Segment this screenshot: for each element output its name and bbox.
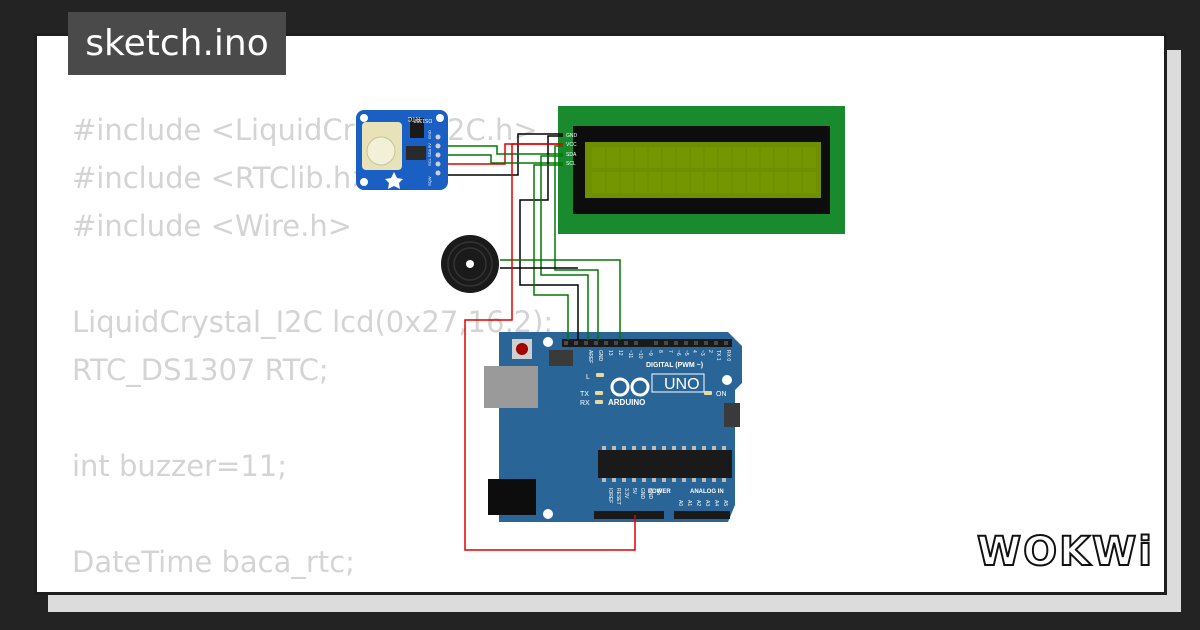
power-jack [488, 479, 536, 515]
pin-7: 7 [667, 350, 673, 353]
lcd-pin-sda: SDA [566, 152, 577, 158]
code-editor[interactable]: #include <LiquidCrystal_I2C.h>#include <… [72, 106, 559, 592]
lcd-pin-vcc: VCC [566, 142, 577, 148]
reset-button[interactable] [516, 343, 528, 355]
l-led-label: L [586, 374, 590, 381]
rx-led-label: RX [580, 400, 590, 407]
rtc-chip [410, 118, 424, 138]
rtc-chip-label: DS1307 [414, 117, 432, 123]
arduino-uno-board[interactable]: AREF GND 13 12 ~11 ~10 ~9 8 7 ~6 ~5 4 ~3… [484, 332, 742, 522]
rtc-module[interactable]: RTC DS1307 GND 5V SDA SCL SQW [356, 110, 448, 190]
atmega-chip [598, 450, 732, 478]
wire-5v-power [464, 143, 636, 551]
rtc-mount-hole [360, 178, 368, 186]
uno-model-label: UNO [664, 376, 700, 393]
wire-aux-lcd [533, 164, 569, 340]
uno-badge [651, 373, 705, 393]
arduino-mount-hole [722, 375, 732, 385]
digital-header-label: DIGITAL (PWM ~) [646, 362, 703, 369]
wire-scl-rtc [448, 154, 563, 164]
pin-a3: A3 [704, 500, 710, 506]
code-line-6: RTC_DS1307 RTC; [72, 353, 329, 387]
pin-rx0: RX 0 [725, 350, 731, 361]
wokwi-logo: WOKWi [976, 528, 1154, 575]
pin-ioref: IOREF [607, 488, 613, 503]
pin-tx1: TX 1 [715, 350, 721, 361]
pin-gnd-1: GND [639, 488, 645, 500]
tx-led [595, 391, 603, 395]
power-header [594, 511, 664, 519]
rtc-pin-sqw: SQW [427, 176, 432, 186]
rtc-pin-scl: SCL [427, 157, 432, 166]
pin-2: 2 [707, 350, 713, 353]
digital-header [562, 339, 732, 347]
lcd-display[interactable]: GND VCC SDA SCL [558, 106, 845, 234]
pin-10: ~10 [637, 350, 643, 359]
tx-led-label: TX [580, 391, 589, 398]
wire-gnd-lcd [519, 135, 579, 340]
code-line-8: int buzzer=11; [72, 449, 287, 483]
analog-header-label: ANALOG IN [690, 489, 724, 495]
pin-5: ~5 [683, 350, 689, 356]
arduino-mount-hole [543, 337, 553, 347]
pin-8: 8 [657, 350, 663, 353]
wire-sda-rtc [448, 145, 563, 155]
pin-12: 12 [617, 350, 623, 356]
pin-3: ~3 [699, 350, 705, 356]
code-line-3: #include <Wire.h> [72, 209, 353, 243]
wokwi-logo-text: WOKWi [977, 529, 1154, 575]
sketch-filename-tag[interactable]: sketch.ino [68, 12, 286, 75]
wire-buzzer-signal [500, 259, 621, 340]
rtc-mount-hole [436, 114, 444, 122]
pin-a5: A5 [722, 500, 728, 506]
pin-4: 4 [691, 350, 697, 353]
pin-6: ~6 [675, 350, 681, 356]
wire-scl-lcd [540, 155, 589, 340]
pin-3v3: 3.3V [623, 488, 629, 499]
star-logo-icon [385, 172, 403, 189]
wires [448, 133, 636, 551]
pin-a0: A0 [677, 500, 683, 506]
pin-gnd-2: GND [647, 488, 653, 500]
lcd-pin-scl: SCL [566, 161, 576, 167]
analog-header [674, 511, 730, 519]
rtc-label: RTC [407, 115, 420, 121]
power-header-label: POWER [648, 489, 671, 495]
on-led-label: ON [716, 391, 727, 398]
piezo-buzzer[interactable] [441, 235, 499, 293]
code-line-2: #include <RTClib.h> [72, 161, 376, 195]
lcd-pin-gnd: GND [566, 133, 578, 139]
on-led [704, 391, 712, 395]
l-led [596, 373, 604, 377]
arduino-brand-label: ARDUINO [608, 398, 645, 407]
pin-11: ~11 [627, 350, 633, 358]
rtc-pin-gnd: GND [427, 130, 432, 139]
arduino-infinity-logo-icon [610, 377, 650, 397]
rx-led [595, 400, 603, 404]
rtc-crystal [406, 146, 426, 160]
pin-vin: Vin [655, 488, 661, 495]
pin-gnd-top: GND [597, 350, 603, 362]
pin-a2: A2 [695, 500, 701, 506]
lcd-cell-dividers [605, 147, 803, 193]
coin-cell-icon [366, 136, 396, 166]
pin-5v: 5V [631, 488, 637, 495]
pin-9: ~9 [647, 350, 653, 356]
code-line-10: DateTime baca_rtc; [72, 545, 355, 579]
rtc-pin-5v: 5V [427, 143, 432, 148]
pin-reset: RESET [615, 488, 621, 505]
pin-aref: AREF [587, 350, 593, 363]
rtc-mount-hole [360, 114, 368, 122]
pin-13: 13 [607, 350, 613, 356]
rtc-pin-sda: SDA [427, 148, 432, 157]
wire-sda-lcd [554, 145, 599, 340]
arduino-mount-hole [543, 509, 553, 519]
pin-a1: A1 [686, 500, 692, 506]
pin-a4: A4 [713, 500, 719, 506]
usb-connector [484, 366, 538, 408]
buzzer-hole [466, 260, 474, 268]
code-line-5: LiquidCrystal_I2C lcd(0x27,16,2); [72, 305, 554, 339]
icsp-header [549, 350, 740, 427]
